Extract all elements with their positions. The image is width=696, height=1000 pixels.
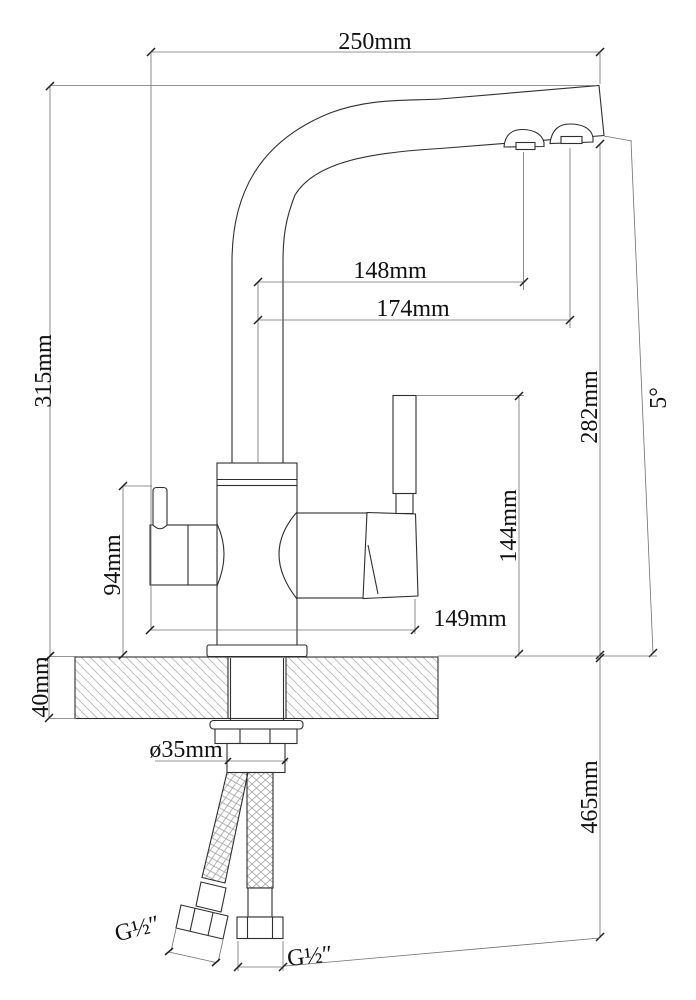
- aerator-1-nozzle: [515, 141, 536, 151]
- column-right-intersection: [278, 511, 298, 600]
- dim-144-tick-bottom: [514, 649, 524, 659]
- dim-148-tick-left: [253, 277, 263, 287]
- left-valve-body: [149, 524, 218, 586]
- label-overall-height: 315mm: [31, 334, 57, 408]
- label-spout-reach: 250mm: [338, 29, 412, 55]
- braided-hose-right: [246, 771, 274, 889]
- dim-right-thread-tick-2: [278, 962, 288, 972]
- dim-149-tick-left: [145, 625, 155, 635]
- faucet-body: [149, 84, 605, 658]
- right-handle-base-line: [367, 544, 379, 595]
- angle-5deg-line: [630, 140, 654, 654]
- dim-94-tick-bottom: [118, 650, 128, 660]
- aerator-2-nozzle: [560, 135, 583, 145]
- dim-144-tick-top: [514, 391, 524, 401]
- label-aerator-offset-outer: 174mm: [376, 296, 450, 322]
- countertop-hatch-right: [286, 657, 438, 719]
- braided-hose-left: [201, 771, 249, 884]
- dim-left-thread-line: [168, 951, 217, 963]
- label-left-thread: G½″: [112, 911, 162, 947]
- body-collar: [216, 462, 298, 487]
- left-hose-nut: [175, 904, 229, 940]
- dim-465-tick-top: [595, 653, 605, 663]
- washer: [209, 719, 304, 730]
- dimension-annotations: [44, 47, 658, 972]
- dim-149-tick-right: [410, 625, 420, 635]
- dim-282-tick-bottom: [595, 650, 605, 660]
- right-handle-neck: [395, 492, 414, 515]
- dim-right-thread-tick-1: [233, 962, 243, 972]
- countertop-hatch-left: [75, 657, 229, 719]
- dim-40-tick-top: [44, 652, 54, 662]
- right-hose-connector: [247, 887, 273, 918]
- label-right-handle-height: 144mm: [496, 489, 522, 563]
- left-hose-nut-facet-1: [189, 908, 196, 932]
- label-body-span: 149mm: [433, 606, 507, 632]
- dim-465-tick-bottom: [595, 932, 605, 942]
- deck-flange: [206, 644, 308, 658]
- label-spout-tilt: 5°: [646, 387, 672, 409]
- label-deck-thickness: 40mm: [28, 656, 54, 718]
- ext-line-left-thread-1: [170, 928, 177, 952]
- label-hole-diameter: ø35mm: [149, 737, 223, 763]
- dim-94-tick-top: [118, 481, 128, 491]
- right-handle-base: [362, 511, 419, 600]
- dim-282-tick-top: [595, 139, 605, 149]
- ext-line-tip-plane: [603, 135, 633, 142]
- dim-315-tick-top: [45, 81, 55, 91]
- dim-35-tick-right: [281, 757, 289, 765]
- label-right-thread: G½″: [286, 941, 334, 972]
- label-left-handle-height: 94mm: [100, 534, 126, 596]
- dim-left-thread-tick-2: [211, 958, 221, 967]
- dim-148-tick-right: [519, 277, 529, 287]
- dim-left-thread-tick-1: [164, 947, 174, 956]
- left-handle-lever: [152, 486, 168, 530]
- label-outlet-height: 282mm: [577, 370, 603, 444]
- under-deck-assembly: [175, 719, 304, 940]
- right-valve-body: [296, 512, 368, 599]
- spout-outline: [231, 84, 605, 464]
- column-left-fillet: [216, 523, 225, 587]
- right-handle-bar: [392, 394, 417, 495]
- dimension-labels: 250mm 315mm 148mm 174mm 282mm 5° 94mm 14…: [28, 29, 672, 972]
- label-hose-drop: 465mm: [577, 760, 603, 834]
- countertop-section: [74, 656, 439, 720]
- dim-174-tick-left: [253, 315, 263, 325]
- mounting-nut: [214, 728, 298, 745]
- ext-line-hose-bottom: [284, 937, 601, 967]
- dim-40-tick-bottom: [44, 713, 54, 723]
- ext-line-left-thread-2: [217, 939, 224, 963]
- dim-174-tick-right: [565, 315, 575, 325]
- label-aerator-offset-inner: 148mm: [353, 258, 427, 284]
- right-hose-nut: [236, 916, 284, 940]
- left-hose-connector: [195, 881, 227, 913]
- left-hose-nut-facet-2: [207, 912, 214, 936]
- threaded-shank: [226, 742, 286, 774]
- dim-35-tick-left: [224, 757, 232, 765]
